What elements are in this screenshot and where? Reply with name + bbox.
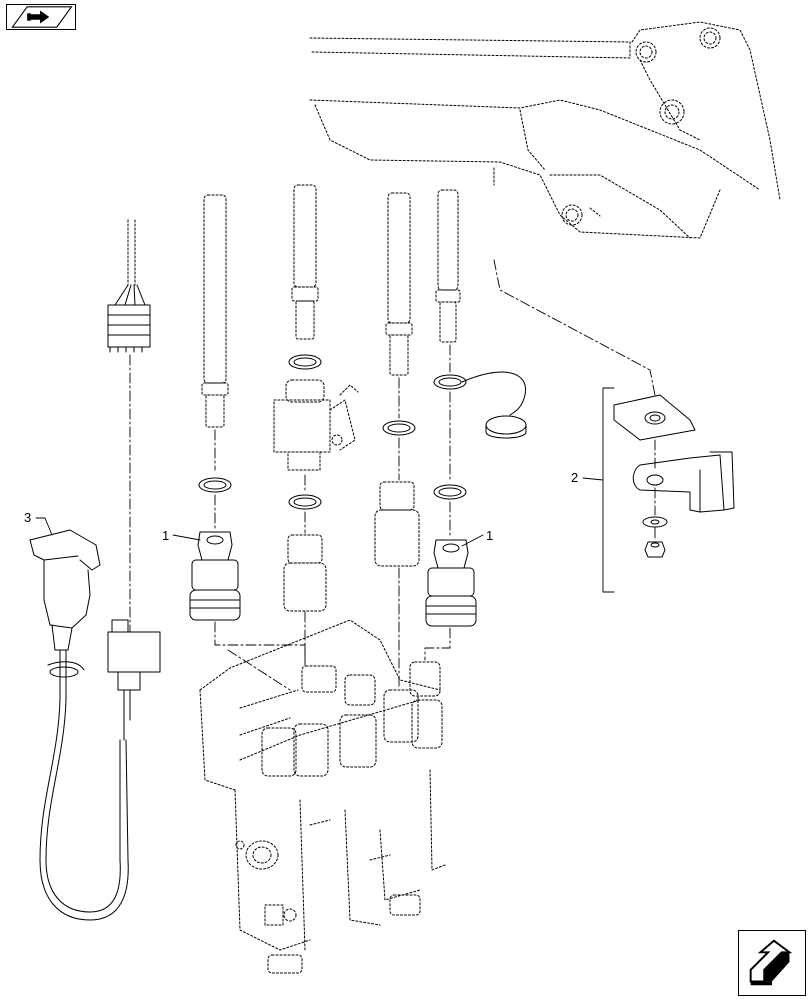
o-rings bbox=[198, 354, 467, 510]
callout-3: 3 bbox=[24, 510, 31, 525]
quick-coupler-left bbox=[189, 531, 241, 621]
control-valve-block bbox=[199, 619, 446, 974]
harness-cable bbox=[39, 619, 161, 921]
previous-page-button[interactable] bbox=[6, 4, 76, 30]
bracket-hardware bbox=[613, 394, 735, 558]
selector-valve bbox=[273, 379, 359, 471]
next-page-button[interactable] bbox=[738, 930, 806, 996]
callout-2: 2 bbox=[571, 470, 578, 485]
couplers-dotted bbox=[283, 481, 420, 612]
connector-cover bbox=[29, 529, 101, 678]
assembly-centerlines bbox=[129, 259, 656, 691]
wire-harness-connector bbox=[107, 219, 151, 353]
callout-leaders bbox=[35, 387, 615, 593]
previous-page-arrow-icon bbox=[11, 6, 73, 28]
callout-1b: 1 bbox=[486, 528, 493, 543]
next-page-arrow-icon bbox=[749, 939, 793, 986]
loader-arm bbox=[309, 21, 781, 239]
hydraulic-hoses bbox=[201, 184, 461, 428]
quick-coupler-right bbox=[425, 539, 477, 627]
callout-1a: 1 bbox=[162, 528, 169, 543]
dust-cap bbox=[461, 371, 527, 439]
